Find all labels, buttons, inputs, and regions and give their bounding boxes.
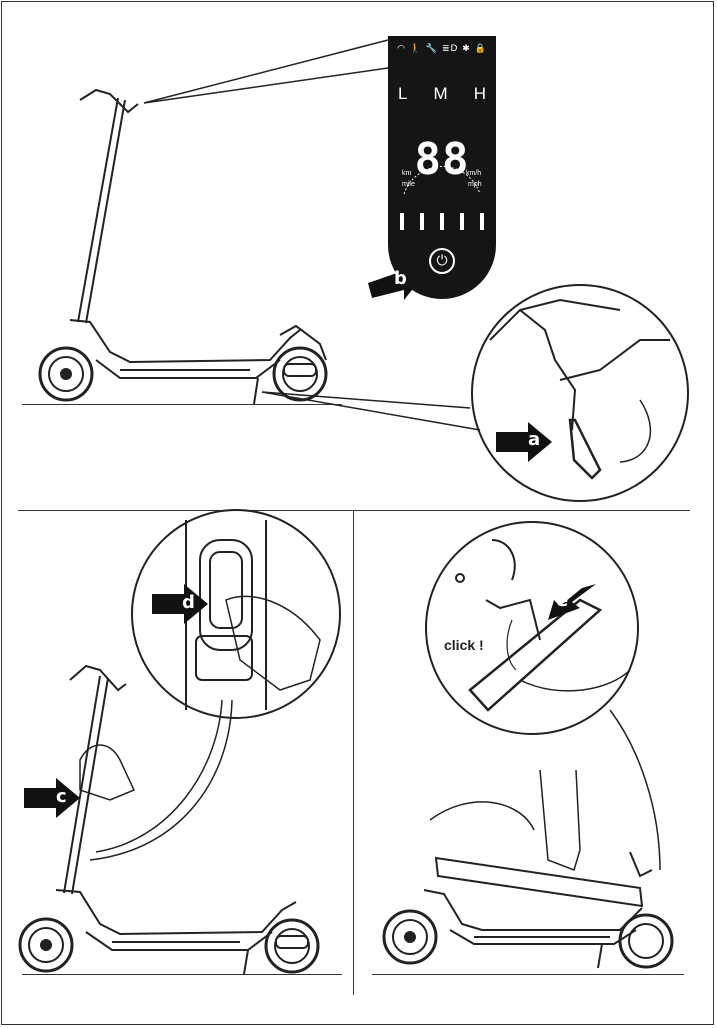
battery-bar <box>400 213 404 230</box>
ground-line-bottom-right <box>372 974 684 975</box>
section-divider-vertical <box>353 511 354 995</box>
scooter-top <box>38 88 481 431</box>
ground-line-top <box>22 404 342 405</box>
scooter-bottom-left <box>18 664 320 975</box>
click-annotation: click ! <box>444 637 484 653</box>
display-panel: ◠ 🚶 🔧 ≣D ✱ 🔒 L M H 88 km mile km/h mph ⏻ <box>388 36 496 299</box>
step-label-a: a <box>528 429 541 450</box>
unit-mph: mph <box>468 181 482 188</box>
speed-gauge-arc <box>403 165 481 195</box>
mode-high-label: H <box>473 84 486 103</box>
battery-bar <box>460 213 464 230</box>
scooter-bottom-right <box>382 709 674 969</box>
battery-bar <box>440 213 444 230</box>
step-label-e: e <box>556 590 569 611</box>
power-button[interactable]: ⏻ <box>429 248 455 274</box>
power-icon: ⏻ <box>436 253 448 269</box>
status-icons-row: ◠ 🚶 🔧 ≣D ✱ 🔒 <box>397 44 487 54</box>
step-label-b: b <box>394 268 407 289</box>
step-arrows <box>24 260 596 818</box>
battery-bars <box>400 213 484 230</box>
unit-mile: mile <box>402 181 415 188</box>
battery-bar <box>420 213 424 230</box>
ground-line-bottom-left <box>22 974 342 975</box>
mode-low-label: L <box>398 84 408 103</box>
mode-medium-label: M <box>433 84 448 103</box>
battery-bar <box>480 213 484 230</box>
speed-readout: 88 <box>414 134 470 185</box>
section-divider-horizontal <box>18 510 690 511</box>
unit-kmh: km/h <box>466 170 482 177</box>
step-label-c: c <box>56 786 67 807</box>
speed-mode-row: L M H <box>398 84 486 104</box>
unit-km: km <box>402 170 412 177</box>
step-label-d: d <box>182 592 195 613</box>
